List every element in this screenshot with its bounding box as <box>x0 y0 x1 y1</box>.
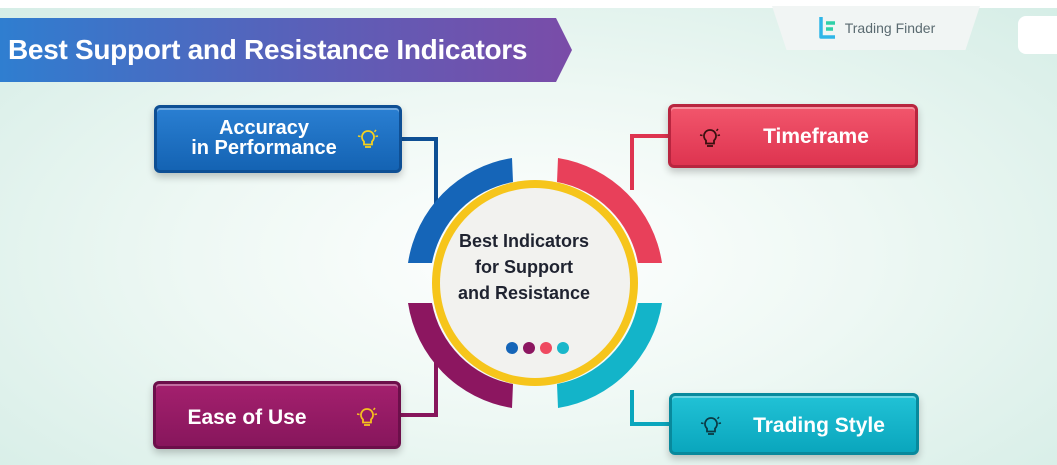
ring-segment-teal <box>557 303 662 408</box>
ring-segment-magenta <box>408 303 513 408</box>
trading-finder-logo-icon <box>818 17 835 39</box>
corner-box <box>1018 16 1057 54</box>
lightbulb-icon <box>700 416 722 435</box>
card-ease-label: Ease of Use <box>187 406 307 429</box>
brand-tab: Trading Finder <box>772 6 980 50</box>
dot-red <box>540 342 552 354</box>
card-accuracy-label: Accuracy in Performance <box>179 118 349 158</box>
card-accuracy: Accuracy in Performance <box>154 105 402 173</box>
connector-accuracy <box>402 137 438 206</box>
card-trading-style: Trading Style <box>669 393 919 455</box>
top-band <box>0 0 1057 8</box>
card-timeframe: Timeframe <box>668 104 918 168</box>
card-accuracy-line2: in Performance <box>191 137 337 159</box>
center-line-3: and Resistance <box>457 283 591 303</box>
page-title: Best Support and Resistance Indicators <box>8 34 528 65</box>
dot-teal <box>557 342 569 354</box>
ring-segment-blue <box>408 158 513 263</box>
center-title: Best Indicators for Support and Resistan… <box>440 228 608 306</box>
card-ease-of-use: Ease of Use <box>153 381 401 449</box>
card-style-label: Trading Style <box>753 414 885 437</box>
brand-name: Trading Finder <box>844 20 936 36</box>
lightbulb-icon <box>699 128 721 147</box>
center-disc <box>440 188 630 378</box>
connector-style <box>630 390 669 426</box>
center-line-1: Best Indicators <box>458 231 590 251</box>
lightbulb-icon <box>357 129 379 148</box>
dot-magenta <box>523 342 535 354</box>
card-accuracy-line1: Accuracy <box>218 117 310 139</box>
connector-timeframe <box>630 134 668 190</box>
title-banner: Best Support and Resistance Indicators <box>0 18 572 82</box>
card-timeframe-label: Timeframe <box>763 125 869 148</box>
ring-segment-red <box>557 158 662 263</box>
dot-blue <box>506 342 518 354</box>
connector-ease <box>401 360 438 417</box>
lightbulb-icon <box>356 407 378 426</box>
center-line-2: for Support <box>475 257 573 277</box>
